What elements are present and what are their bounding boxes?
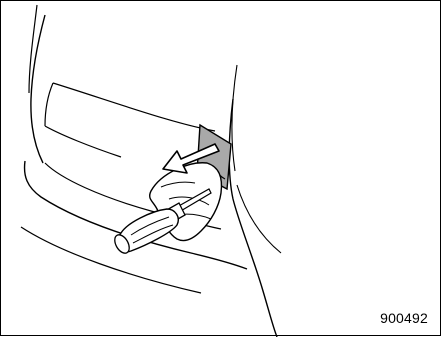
fender-edge-line [229,99,277,337]
fender-lower-curve [232,65,237,171]
bumper-recess-top [53,83,215,131]
figure-code: 900492 [380,310,428,326]
fender-inner-line [237,185,281,253]
bumper-recess-left [45,83,53,126]
bumper-recess-bottom [45,126,121,157]
